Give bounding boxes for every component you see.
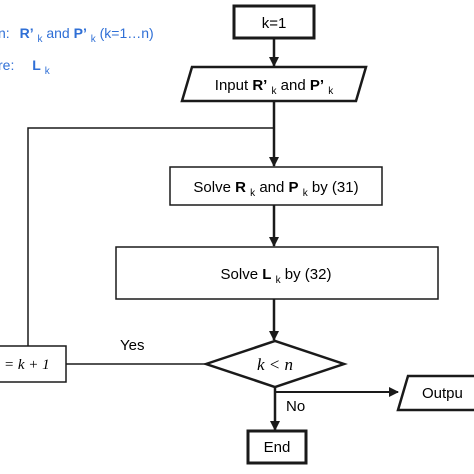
output-text: Outpu xyxy=(422,385,463,402)
legend-input-prefix: n: xyxy=(0,25,10,41)
legend-output-prefix: re: xyxy=(0,57,14,73)
input-text: Input R’ k and P’ k xyxy=(215,77,334,98)
solve-rp-suffix: by (31) xyxy=(312,179,359,196)
solve-rp-p: P xyxy=(289,179,299,196)
start-text: k=1 xyxy=(262,15,287,32)
solve-rp-r-sub: k xyxy=(250,188,256,199)
input-text-p: P’ xyxy=(310,77,324,94)
solve-l-suffix: by (32) xyxy=(285,266,332,283)
legend-input-line: n: R’ k and P’ k (k=1…n) xyxy=(0,25,154,45)
solve-l-text: Solve L k by (32) xyxy=(221,266,332,287)
solve-rp-text: Solve R k and P k by (31) xyxy=(193,179,358,200)
legend-input-and: and xyxy=(46,25,73,41)
solve-l-prefix: Solve xyxy=(221,266,263,283)
legend-input-p-sub: k xyxy=(91,34,97,45)
legend-output-line: re: L k xyxy=(0,57,51,77)
solve-rp-prefix: Solve xyxy=(193,179,235,196)
increment-box xyxy=(0,345,67,383)
legend-input-range: (k=1…n) xyxy=(100,25,154,41)
solve-l-sub: k xyxy=(276,275,282,286)
legend-input-r-sub: k xyxy=(37,34,43,45)
decision-text: k < n xyxy=(257,355,293,374)
input-text-r-sub: k xyxy=(271,86,277,97)
legend-input-p: P’ xyxy=(74,25,87,41)
solve-rp-p-sub: k xyxy=(303,188,309,199)
increment-text: = k + 1 xyxy=(4,357,50,373)
end-box xyxy=(246,429,308,465)
decision-node xyxy=(202,339,348,389)
solve-l-l: L xyxy=(262,266,271,283)
legend-output-l-sub: k xyxy=(45,66,51,77)
no-label: No xyxy=(286,398,305,415)
legend-input-r: R’ xyxy=(20,25,34,41)
solve-rp-box xyxy=(169,166,383,206)
yes-label: Yes xyxy=(120,337,144,354)
input-text-r: R’ xyxy=(252,77,267,94)
input-text-prefix: Input xyxy=(215,77,253,94)
end-text: End xyxy=(264,439,291,456)
edge-loop-back xyxy=(27,127,274,346)
legend-output-l: L xyxy=(32,57,41,73)
input-node xyxy=(180,65,368,103)
input-text-mid: and xyxy=(281,77,310,94)
solve-rp-mid: and xyxy=(259,179,288,196)
input-text-p-sub: k xyxy=(328,86,334,97)
output-node xyxy=(396,374,474,412)
solve-rp-r: R xyxy=(235,179,246,196)
solve-l-box xyxy=(115,246,439,300)
